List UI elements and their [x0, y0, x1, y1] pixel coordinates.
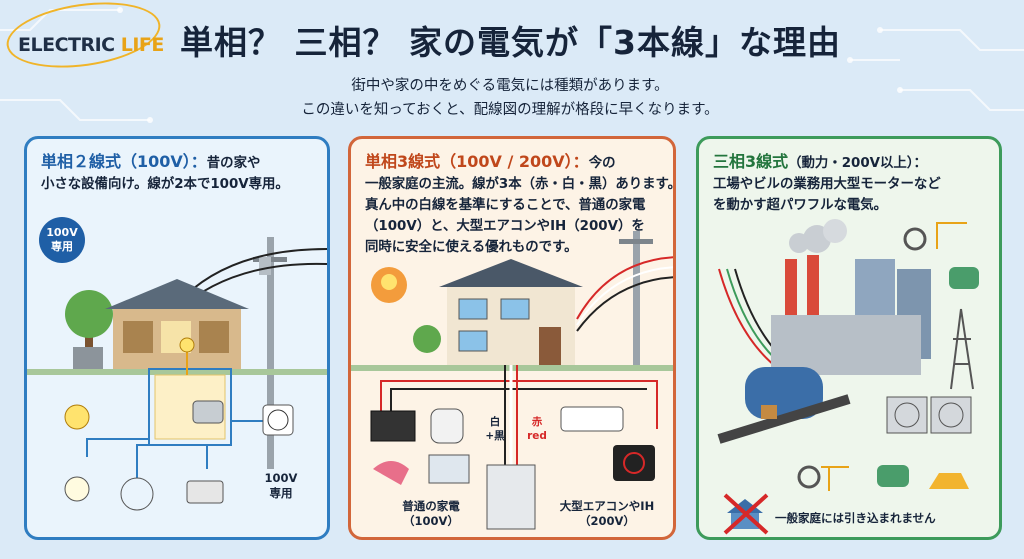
- panel-1-description: 単相２線式（100V）：昔の家や 小さな設備向け。線が2本で100V専用。: [41, 151, 317, 195]
- subtitle-line-1: 街中や家の中をめぐる電気には種類があります。: [351, 78, 669, 94]
- panel-2-right-label: 大型エアコンやIH （200V）: [547, 499, 667, 529]
- modern-house-illustration: [351, 231, 673, 530]
- panel-3-heading-sub: （動力・200V以上）：: [788, 156, 927, 171]
- bottom-label-line-2: 専用: [269, 486, 293, 500]
- panel-1-heading: 単相２線式（100V）：: [41, 152, 207, 171]
- panel-three-phase-3-wire: 三相3線式（動力・200V以上）： 工場やビルの業務用大型モーターなど を動かす…: [696, 136, 1002, 540]
- panel-3-heading: 三相3線式: [713, 152, 789, 171]
- panel-2-line-3: 真ん中の白線を基準にすることで、普通の家電: [365, 198, 646, 213]
- panel-3-line-2: 工場やビルの業務用大型モーターなど: [713, 177, 941, 192]
- old-house-illustration: [27, 237, 327, 511]
- factory-illustration: [717, 219, 979, 535]
- right-label-line-1: 大型エアコンやIH: [559, 499, 655, 513]
- logo-main: ELECTRIC: [18, 34, 121, 56]
- badge-line-1: 100V: [46, 226, 78, 239]
- panel-2-line-4: （100V）と、大型エアコンやIH（200V）を: [365, 219, 645, 234]
- panel-1-line-1: 昔の家や: [206, 156, 261, 171]
- logo-accent: LIFE: [120, 34, 165, 56]
- panel-2-heading: 単相3線式（100V / 200V）：: [365, 152, 589, 171]
- wire-black-label: +黒: [485, 430, 505, 442]
- panel-3-description: 三相3線式（動力・200V以上）： 工場やビルの業務用大型モーターなど を動かす…: [713, 151, 989, 216]
- badge-line-2: 専用: [51, 240, 73, 253]
- page-title: 単相？ 三相？ 家の電気が「3本線」な理由: [180, 23, 841, 62]
- panel-1-bottom-label: 100V 専用: [253, 471, 309, 501]
- subtitle: 街中や家の中をめぐる電気には種類があります。 この違いを知っておくと、配線図の理…: [180, 74, 840, 122]
- panel-2-left-label: 普通の家電 （100V）: [371, 499, 491, 529]
- panel-single-phase-2-wire: 単相２線式（100V）：昔の家や 小さな設備向け。線が2本で100V専用。 10…: [24, 136, 330, 540]
- panel-2-line-2: 一般家庭の主流。線が3本（赤・白・黒）あります。: [365, 177, 676, 192]
- panel-3-bottom-label: 一般家庭には引き込まれません: [775, 511, 936, 525]
- wire-white-label: 白: [489, 416, 501, 428]
- subtitle-line-2: この違いを知っておくと、配線図の理解が格段に早くなります。: [301, 102, 719, 118]
- wire-red-en-label: red: [527, 430, 547, 442]
- wire-label-red: 赤 red: [523, 415, 551, 443]
- panel-single-phase-3-wire: 単相3線式（100V / 200V）：今の 一般家庭の主流。線が3本（赤・白・黒…: [348, 136, 676, 540]
- left-label-line-1: 普通の家電: [402, 499, 460, 513]
- 100v-only-badge: 100V 専用: [39, 217, 85, 263]
- panel-3-line-3: を動かす超パワフルな電気。: [713, 198, 888, 213]
- panel-2-description: 単相3線式（100V / 200V）：今の 一般家庭の主流。線が3本（赤・白・黒…: [365, 151, 676, 258]
- panel-2-line-1: 今の: [588, 156, 616, 171]
- logo: ELECTRIC LIFE: [18, 26, 168, 62]
- header: ELECTRIC LIFE 単相？ 三相？ 家の電気が「3本線」な理由 街中や家…: [0, 0, 1024, 130]
- left-label-line-2: （100V）: [403, 514, 459, 528]
- wire-red-label: 赤: [531, 416, 543, 428]
- panel-1-line-2: 小さな設備向け。線が2本で100V専用。: [41, 177, 289, 192]
- panel-2-line-5: 同時に安全に使える優れものです。: [365, 240, 578, 255]
- wire-label-white-black: 白 +黒: [483, 415, 507, 443]
- right-label-line-2: （200V）: [579, 514, 635, 528]
- bottom-label-line-1: 100V: [264, 471, 298, 485]
